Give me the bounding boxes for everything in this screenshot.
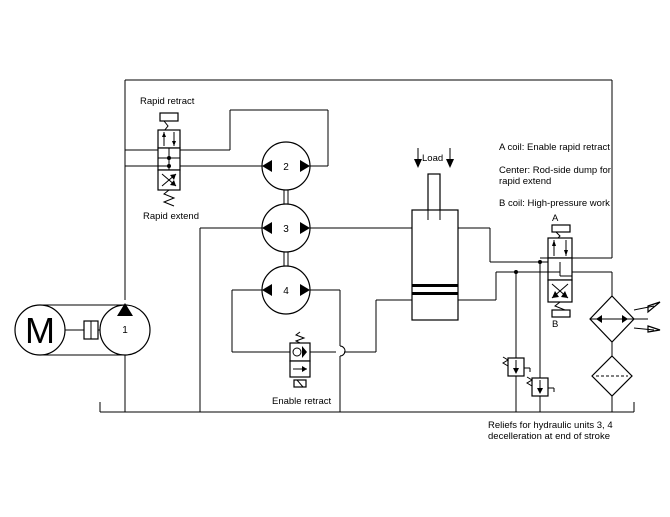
main-directional-valve: A B — [547, 213, 573, 330]
note-center-line1: Center: Rod-side dump for — [499, 165, 611, 176]
motor-2-number: 2 — [283, 162, 289, 173]
motor-4-number: 4 — [283, 286, 289, 297]
note-b-coil: B coil: High-pressure work — [499, 198, 610, 209]
coil-b-label: B — [552, 319, 558, 330]
rapid-directional-valve: Rapid retract Rapid extend — [140, 96, 199, 222]
valve-notes: A coil: Enable rapid retract Center: Rod… — [499, 142, 611, 209]
relief-valve-3 — [502, 356, 531, 377]
reliefs-note-line1: Reliefs for hydraulic units 3, 4 — [488, 420, 613, 431]
enable-retract-valve: Enable retract — [272, 331, 332, 407]
return-filter — [591, 355, 633, 397]
load-label: Load — [422, 153, 443, 164]
rapid-extend-label: Rapid extend — [143, 211, 199, 222]
hydraulic-motor-3: 3 — [261, 203, 311, 253]
cooler-filter — [589, 295, 661, 343]
hydraulic-motor-2: 2 — [261, 141, 311, 191]
relief-valve-4 — [526, 376, 555, 397]
hydraulic-motor-4: 4 — [261, 265, 311, 315]
rapid-retract-label: Rapid retract — [140, 96, 195, 107]
note-center-line2: rapid extend — [499, 176, 551, 187]
motor-label: M — [25, 310, 55, 351]
motor-3-number: 3 — [283, 224, 289, 235]
pump-arrow-icon — [117, 303, 133, 316]
coil-a-label: A — [552, 213, 559, 224]
enable-retract-label: Enable retract — [272, 396, 332, 407]
electric-motor: M — [14, 304, 125, 356]
pump-1: 1 — [99, 303, 151, 356]
reliefs-note-line2: decelleration at end of stroke — [488, 431, 610, 442]
note-a-coil: A coil: Enable rapid retract — [499, 142, 610, 153]
pump-number: 1 — [122, 325, 128, 336]
hydraulic-cylinder: Load — [411, 148, 459, 321]
piping — [99, 79, 635, 413]
